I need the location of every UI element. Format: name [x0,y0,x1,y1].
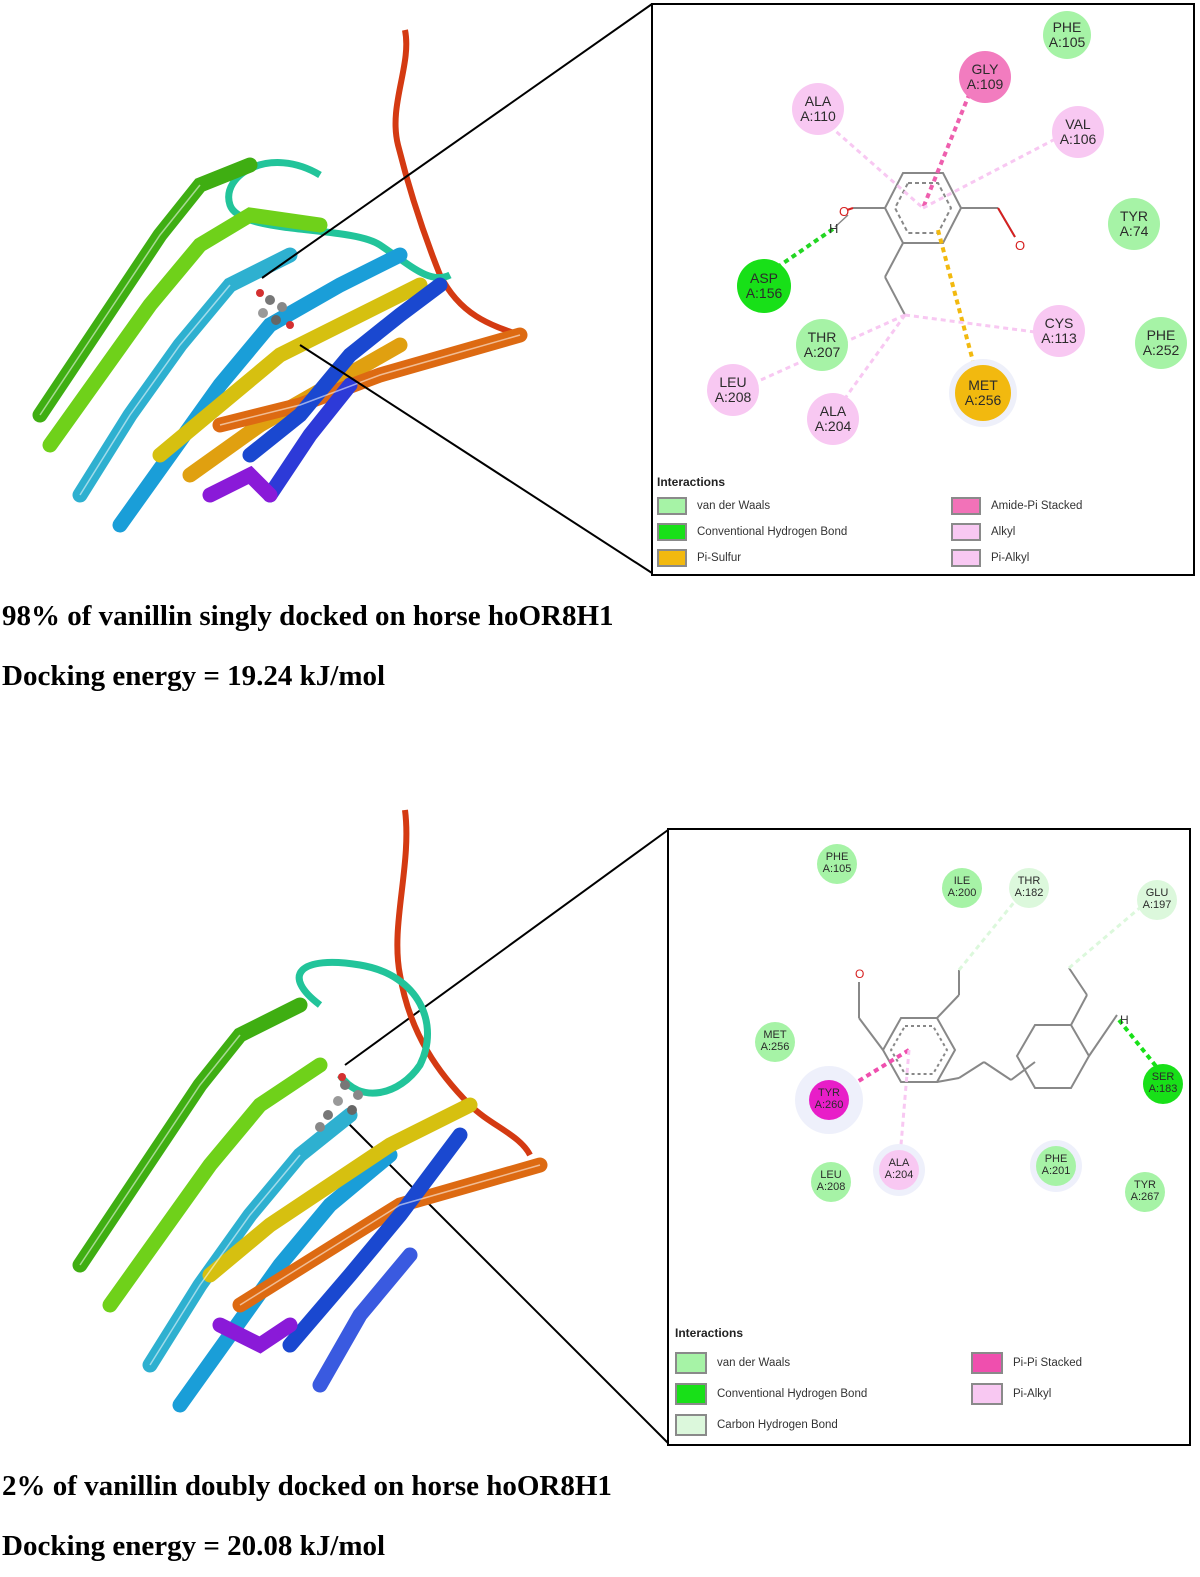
legend-title: Interactions [675,1326,744,1340]
legend-swatch [951,523,981,541]
legend-item-van-der-waals: van der Waals [675,1352,790,1374]
legend-swatch [657,523,687,541]
caption-bottom-line2: Docking energy = 20.08 kJ/mol [2,1530,386,1562]
legend-item-conventional-hydrogen-bond: Conventional Hydrogen Bond [657,523,847,541]
protein-ribbon-bottom [72,809,548,1413]
protein-ribbon-top [32,29,528,533]
legend-item-pi-pi-stacked: Pi-Pi Stacked [971,1352,1082,1374]
ligand-structure-bottom: O H [842,889,1161,1146]
ligand-stick-model-top [256,289,294,329]
legend-swatch [675,1352,707,1374]
legend-swatch [971,1383,1003,1405]
caption-top-line2: Docking energy = 19.24 kJ/mol [2,660,386,692]
atom-o: O [855,967,864,981]
legend-item-van-der-waals: van der Waals [657,497,770,515]
legend-title: Interactions [657,475,726,489]
ligand-stick-model-bottom [315,1073,363,1132]
caption-top-line1: 98% of vanillin singly docked on horse h… [2,600,614,632]
legend-swatch [675,1383,707,1405]
legend-item-conventional-hydrogen-bond: Conventional Hydrogen Bond [675,1383,867,1405]
atom-h: H [829,221,838,236]
legend-item-pi-sulfur: Pi-Sulfur [657,549,741,567]
legend-swatch [951,497,981,515]
legend-swatch [657,497,687,515]
caption-bottom-line1: 2% of vanillin doubly docked on horse ho… [2,1470,612,1502]
legend-swatch [971,1352,1003,1374]
ligand-structure-top: O H O [742,84,1064,416]
legend-swatch [951,549,981,567]
legend-item-amide-pi-stacked: Amide-Pi Stacked [951,497,1082,515]
legend-item-pi-alkyl: Pi-Alkyl [951,549,1029,567]
atom-o-hydroxyl: O [839,204,849,219]
atom-h: H [1120,1013,1129,1027]
legend-item-carbon-hydrogen-bond: Carbon Hydrogen Bond [675,1414,838,1436]
legend-item-pi-alkyl: Pi-Alkyl [971,1383,1051,1405]
atom-o-carbonyl: O [1015,238,1025,253]
legend-item-alkyl: Alkyl [951,523,1015,541]
legend-swatch [675,1414,707,1436]
legend-swatch [657,549,687,567]
